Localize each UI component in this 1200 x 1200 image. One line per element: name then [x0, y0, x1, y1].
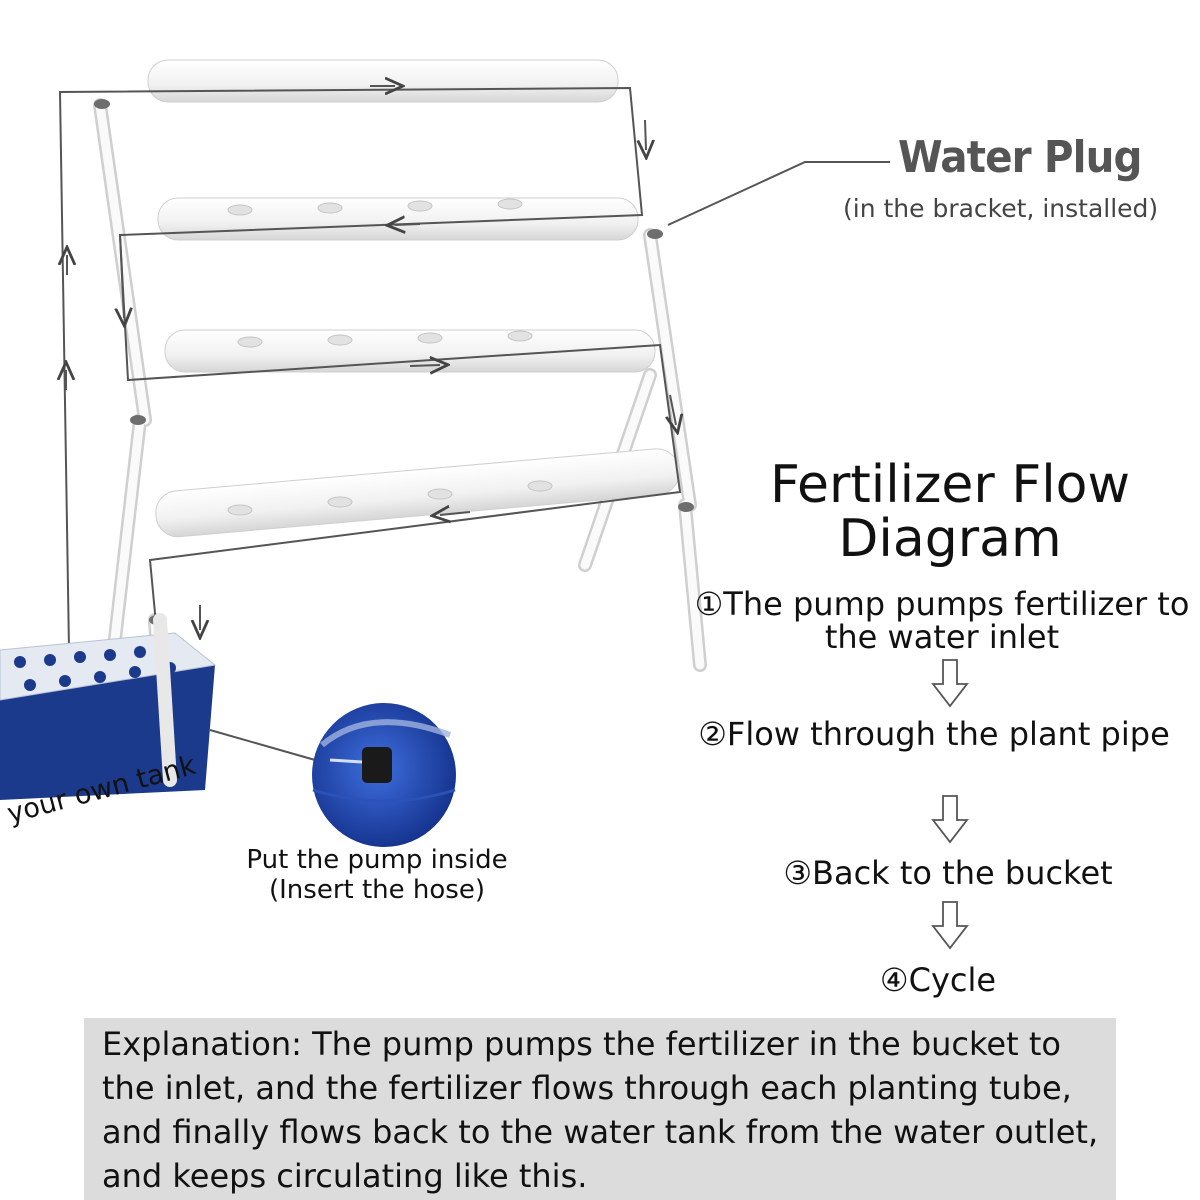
down-arrow-icon	[931, 795, 969, 844]
flow-diagram-title: Fertilizer Flow Diagram	[769, 455, 1131, 569]
step-2: ②Flow through the plant pipe	[698, 715, 1170, 753]
pump-callout-line	[209, 729, 316, 761]
water-plug-title: Water Plug	[898, 132, 1142, 183]
step-1: ①The pump pumps fertilizer to the water …	[694, 585, 1190, 656]
down-arrow-icon	[931, 901, 969, 950]
explanation-text: Explanation: The pump pumps the fertiliz…	[102, 1025, 1099, 1195]
water-plug-subtitle: (in the bracket, installed)	[843, 194, 1159, 223]
pump-label: Put the pump inside (Insert the hose)	[246, 845, 508, 905]
explanation-box: Explanation: The pump pumps the fertiliz…	[84, 1018, 1116, 1200]
planting-tube-1	[147, 59, 619, 103]
pump-inset	[312, 703, 456, 847]
water-plug-leader	[667, 161, 890, 226]
flow-path	[60, 86, 680, 713]
step-4: ④Cycle	[879, 961, 997, 999]
down-arrow-icon	[931, 659, 969, 708]
planting-tube-2	[157, 197, 639, 241]
planting-tube-4	[155, 448, 680, 538]
planting-tube-3	[164, 329, 656, 373]
step-3: ③Back to the bucket	[783, 854, 1113, 892]
